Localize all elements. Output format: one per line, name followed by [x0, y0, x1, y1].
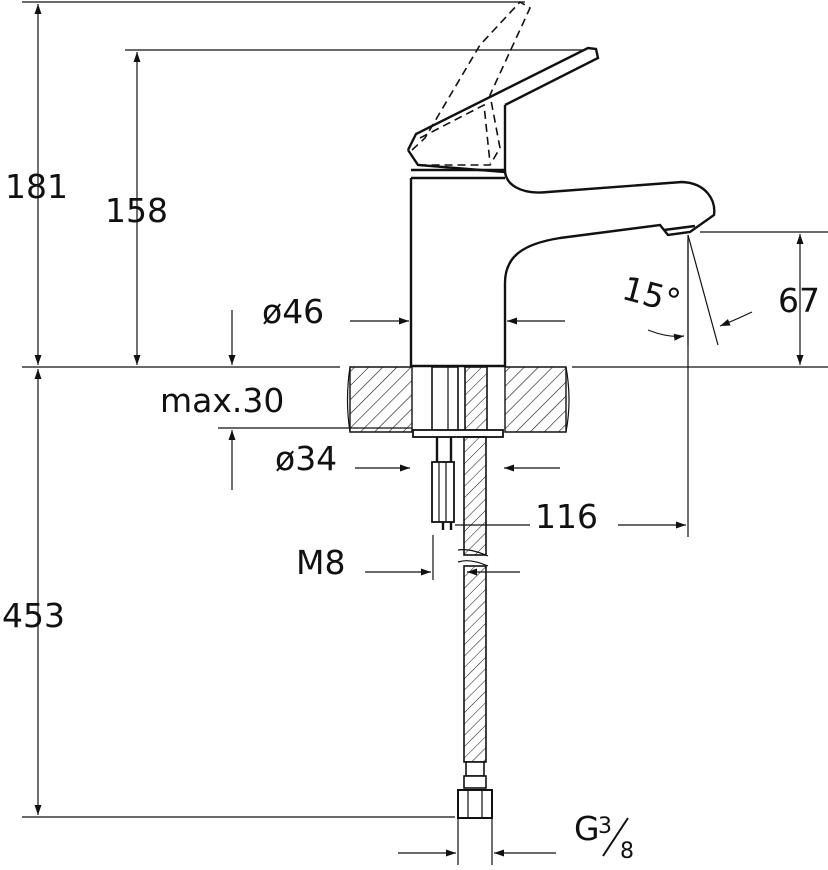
faucet-body — [406, 46, 716, 368]
hose-connection-denominator: 8 — [620, 839, 634, 864]
hose-connection-fraction-bar — [602, 817, 629, 857]
lever-raised-outline — [411, 0, 532, 166]
dim-body-diameter: ø46 — [262, 292, 324, 331]
shank-and-hose — [412, 366, 504, 819]
dim-shank-diameter: ø34 — [275, 439, 337, 478]
hose-connection-numerator: 3 — [598, 814, 612, 839]
dim-hose-length: 453 — [2, 596, 65, 635]
dim-hose-connection: G 3 8 — [574, 809, 634, 864]
dim-spout-angle: 15° — [618, 268, 685, 321]
extension-lines — [22, 1, 828, 818]
dim-stud-thread: M8 — [296, 543, 345, 582]
horizontal-dimension-arrows — [350, 317, 686, 865]
vertical-dimension-lines — [34, 4, 804, 815]
countertop-section — [346, 366, 570, 433]
dim-spout-reach: 116 — [535, 497, 598, 536]
hose-connection-letter: G — [574, 809, 600, 848]
spout-angle-lines — [647, 234, 753, 346]
dim-total-height: 181 — [5, 167, 68, 206]
dim-counter-thickness: max.30 — [160, 381, 284, 420]
dim-spout-height: 67 — [778, 281, 820, 320]
dim-lever-height: 158 — [105, 191, 168, 230]
